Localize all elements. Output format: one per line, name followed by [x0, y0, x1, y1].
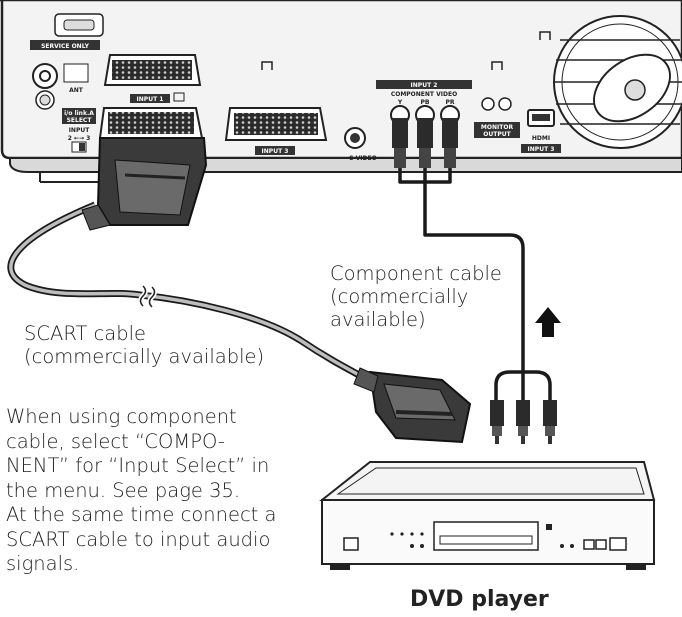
input1-scart-port: INPUT 1 — [103, 54, 202, 103]
monitor-output-line1: MONITOR — [481, 124, 514, 131]
input2-label: INPUT 2 — [411, 82, 438, 89]
s-video-label: S-VIDEO — [349, 155, 376, 162]
monitor-output-line2: OUTPUT — [483, 131, 511, 138]
comp-y-label: Y — [397, 99, 403, 106]
up-arrow-icon — [535, 307, 561, 337]
note-line: At the same time connect a — [6, 503, 277, 526]
hdmi-label: HDMI — [532, 135, 550, 142]
note-line: the menu. See page 35. — [6, 478, 241, 502]
scart-cable-label: SCART cable (commercially available) — [24, 322, 264, 368]
input-switch-label: INPUT — [69, 127, 91, 134]
tv-rear-panel: SERVICE ONLY ANT i/o link.A SELECT INPUT… — [0, 0, 682, 183]
input-switch-positions: 2 ←→ 3 — [68, 135, 91, 142]
antenna-jack: ANT — [32, 63, 89, 110]
s-video-jack: S-VIDEO — [344, 127, 377, 162]
hdmi-input-label: INPUT 3 — [528, 146, 555, 153]
note-line: cable, select “COMPO- — [6, 429, 225, 453]
dvd-player-device — [319, 461, 656, 570]
input3-scart-label: INPUT 3 — [262, 148, 289, 155]
input3-scart-port: INPUT 3 — [224, 107, 328, 155]
scart-cable-line: (commercially available) — [24, 345, 265, 368]
component-cable — [398, 168, 552, 402]
component-cable-line: (commercially — [330, 285, 469, 308]
component-video-label: COMPONENT VIDEO — [391, 91, 457, 98]
input2-component-block: INPUT 2 COMPONENT VIDEO Y PB PR — [376, 80, 472, 106]
hdmi-port: HDMI INPUT 3 — [521, 109, 561, 153]
link-select-switch: i/o link.A SELECT INPUT 2 ←→ 3 — [62, 108, 96, 153]
note-line: SCART cable to input audio — [6, 527, 271, 551]
link-select-line1: i/o link.A — [64, 110, 94, 117]
component-plugs-dvd — [490, 400, 557, 444]
monitor-output: MONITOR OUTPUT — [474, 97, 520, 138]
comp-pb-label: PB — [421, 99, 430, 106]
dvd-player-label: DVD player — [410, 587, 549, 612]
comp-pr-label: PR — [445, 99, 454, 106]
ant-label: ANT — [69, 87, 84, 94]
component-cable-line: Component cable — [330, 262, 502, 285]
component-plugs-tv — [390, 105, 460, 168]
service-only-label: SERVICE ONLY — [41, 43, 90, 50]
input1-label: INPUT 1 — [137, 96, 164, 103]
cable-clip-icons — [261, 31, 551, 70]
component-cable-line: available) — [330, 308, 426, 331]
cooling-fan — [553, 15, 682, 149]
note-line: signals. — [6, 552, 80, 575]
link-select-line2: SELECT — [67, 117, 93, 124]
scart-cable — [7, 201, 374, 386]
component-cable-label: Component cable (commercially available) — [330, 262, 502, 331]
scart-cable-line: SCART cable — [24, 322, 147, 345]
usage-note: When using component cable, select “COMP… — [6, 405, 276, 577]
service-port: SERVICE ONLY — [30, 13, 104, 50]
scart-plug-tv — [81, 137, 208, 231]
note-line: When using component — [6, 405, 237, 428]
note-line: NENT” for “Input Select” in — [6, 454, 270, 477]
input1-lower-scart-port — [98, 107, 204, 139]
scart-plug-dvd — [353, 367, 472, 444]
